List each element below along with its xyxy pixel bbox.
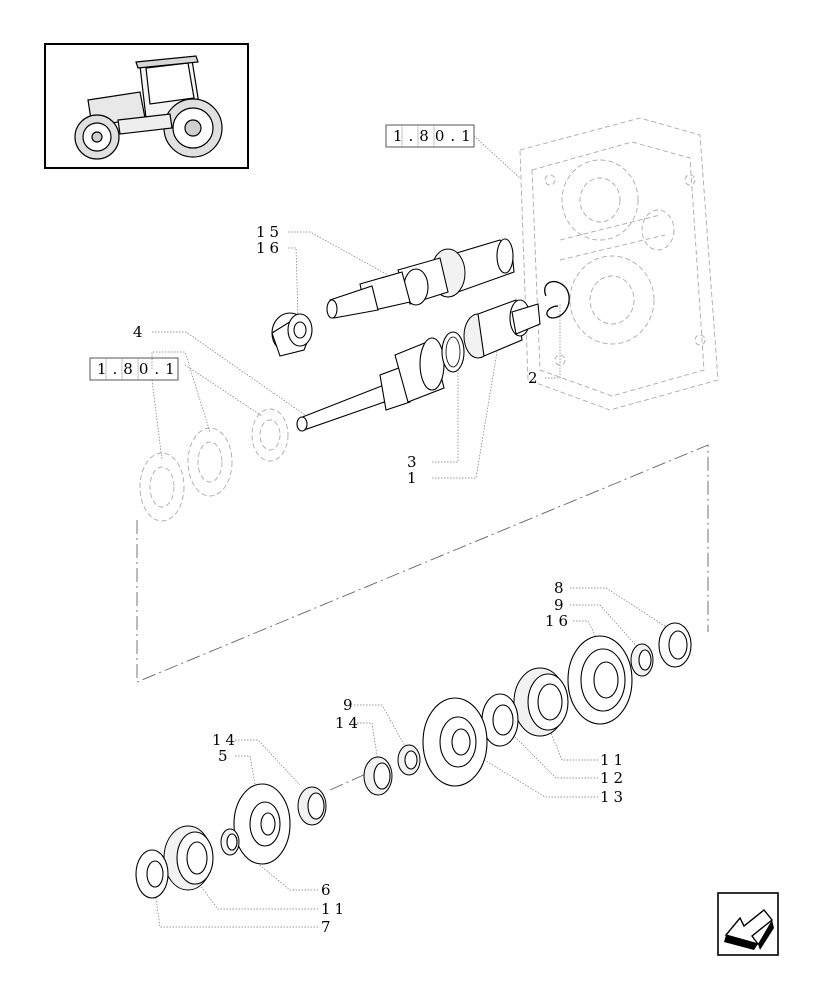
ref-box-left[interactable]: 1.80.1 [89, 357, 181, 381]
shaft-15[interactable] [326, 238, 515, 319]
gear-5[interactable] [233, 783, 291, 865]
label-9-middle[interactable]: 9 [343, 696, 357, 714]
label-9-right[interactable]: 9 [554, 596, 568, 614]
ring-3[interactable] [441, 331, 465, 373]
label-5[interactable]: 5 [218, 747, 232, 765]
label-8[interactable]: 8 [554, 579, 568, 597]
label-16-lower[interactable]: 16 [545, 612, 572, 630]
bearing-9-middle[interactable] [397, 744, 421, 776]
label-13[interactable]: 13 [600, 788, 627, 806]
clip-2[interactable] [544, 280, 570, 319]
label-12[interactable]: 12 [600, 769, 627, 787]
bearing-6[interactable] [220, 828, 240, 856]
ref-box-top[interactable]: 1.80.1 [385, 124, 477, 148]
gear-1[interactable] [463, 299, 541, 359]
label-11-lower[interactable]: 11 [321, 900, 348, 918]
gear-16-top[interactable] [271, 312, 313, 357]
synchro-11-lower[interactable] [163, 825, 214, 891]
label-14-left[interactable]: 14 [212, 731, 239, 749]
shaft-4[interactable] [296, 337, 445, 432]
washer-14-middle[interactable] [363, 756, 393, 796]
label-14-middle[interactable]: 14 [335, 714, 362, 732]
label-6[interactable]: 6 [321, 881, 335, 899]
label-7[interactable]: 7 [321, 918, 335, 936]
gear-16-lower[interactable] [567, 635, 633, 725]
gear-13[interactable] [422, 697, 488, 787]
label-1[interactable]: 1 [407, 469, 421, 487]
ref-top-label: 1.80.1 [393, 127, 477, 145]
label-16-top[interactable]: 16 [256, 239, 283, 257]
label-11-upper[interactable]: 11 [600, 751, 627, 769]
synchro-11-upper[interactable] [513, 667, 569, 737]
label-15[interactable]: 15 [256, 223, 283, 241]
washer-8[interactable] [658, 622, 692, 668]
bearing-9-right[interactable] [630, 643, 654, 677]
washer-14-left[interactable] [297, 786, 327, 826]
tractor-thumbnail[interactable] [44, 43, 249, 169]
gearbox-housing-ghost [519, 117, 719, 411]
bearing-ghost-group [139, 408, 289, 522]
tractor-icon [74, 55, 223, 160]
arrow-back-icon [724, 909, 774, 950]
leader-lines [151, 135, 669, 928]
assembly-axis-phantom [329, 772, 369, 791]
back-navigation-button[interactable] [717, 892, 779, 956]
gear-12[interactable] [481, 693, 519, 747]
part-labels: 15 16 4 2 3 1 8 9 16 9 14 11 12 13 14 5 … [133, 223, 627, 936]
gear-7[interactable] [135, 849, 169, 899]
assembly-frame-phantom [136, 444, 709, 683]
ref-left-label: 1.80.1 [97, 360, 181, 378]
label-3[interactable]: 3 [407, 453, 421, 471]
label-4[interactable]: 4 [133, 323, 147, 341]
label-2[interactable]: 2 [528, 369, 542, 387]
